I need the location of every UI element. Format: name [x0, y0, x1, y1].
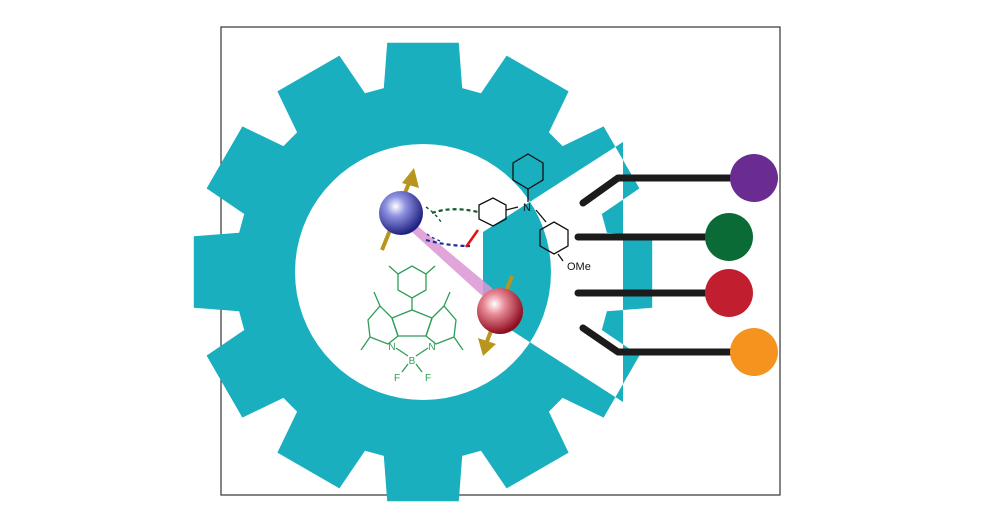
methoxy-label: OMe — [567, 261, 591, 273]
knob-orange — [730, 328, 778, 376]
knob-purple — [730, 154, 778, 202]
bodipy-n-left: N — [388, 342, 395, 353]
knob-red — [705, 269, 753, 317]
lever-4 — [579, 324, 756, 356]
lever-switches — [574, 154, 778, 376]
bodipy-n-right: N — [428, 342, 435, 353]
linker-bonds — [425, 206, 480, 248]
bodipy-atom-labels: N N B F F — [388, 342, 435, 384]
bodipy-b-label: B — [409, 356, 416, 367]
bodipy-structure — [360, 265, 464, 373]
red-electron-sphere — [477, 288, 523, 334]
knob-green — [705, 213, 753, 261]
blue-electron-sphere — [379, 191, 423, 235]
spin-correlation-cone — [396, 208, 500, 312]
amine-n-label: N — [523, 202, 531, 214]
gear-icon — [193, 42, 653, 502]
bodipy-f-left: F — [394, 373, 400, 384]
lever-1 — [579, 174, 756, 207]
triarylamine-structure — [478, 153, 569, 262]
bodipy-f-right: F — [425, 373, 431, 384]
